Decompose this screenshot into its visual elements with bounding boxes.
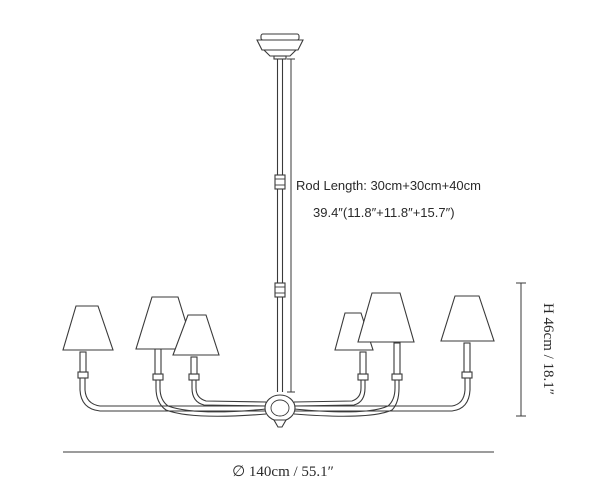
candle-holder-1	[77, 351, 89, 379]
arms	[79, 378, 471, 417]
center-hub	[264, 394, 296, 428]
ceiling-canopy	[256, 33, 304, 60]
lamp-shades	[62, 292, 495, 356]
candle-holder-5	[391, 342, 403, 381]
lamp-shade-5	[357, 292, 415, 343]
rod-length-dimension	[287, 58, 295, 393]
lamp-shade-1	[62, 305, 114, 351]
candle-holder-3	[188, 356, 200, 381]
diameter-label: ∅ 140cm / 55.1″	[232, 464, 334, 480]
rod-length-metric-label: Rod Length: 30cm+30cm+40cm	[296, 178, 481, 193]
lamp-shade-6	[440, 295, 495, 342]
candle-holder-6	[461, 342, 473, 379]
candle-holders	[77, 342, 473, 381]
rod-length-imperial-label: 39.4″(11.8″+11.8″+15.7″)	[313, 205, 455, 220]
height-label: H 46cm / 18.1″	[540, 303, 556, 395]
rod	[274, 59, 286, 392]
candle-holder-4	[357, 351, 369, 381]
candle-holder-2	[152, 348, 164, 381]
height-dimension	[516, 282, 526, 417]
lamp-shade-3	[172, 314, 220, 356]
